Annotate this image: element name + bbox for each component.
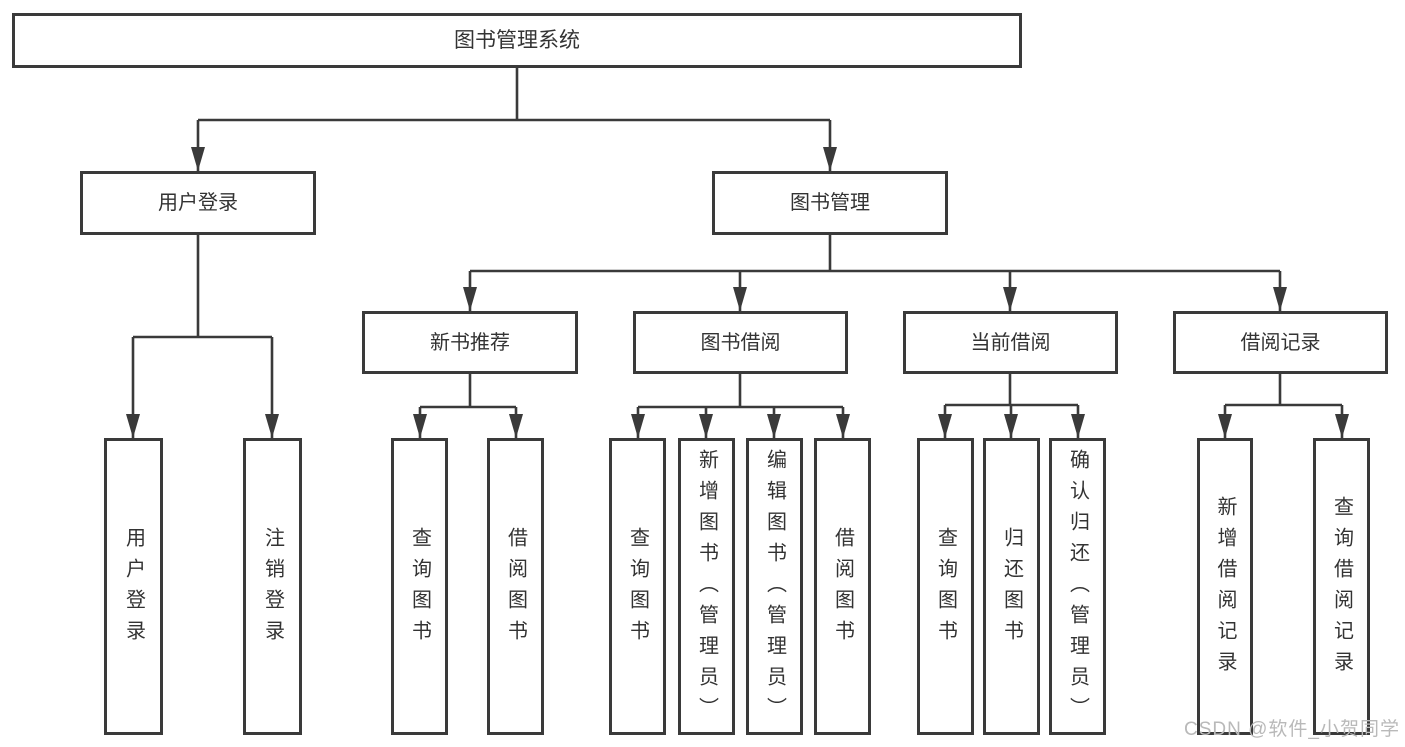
wire-current-branch [945,374,1078,407]
node-user-login: 用户登录 [80,171,316,235]
node-leaf-search-books-current: 查询图书 [917,438,974,735]
node-borrowing-records: 借阅记录 [1173,311,1388,374]
node-label: 确认归还（管理员） [1066,449,1089,728]
node-label: 用户登录 [158,192,238,214]
node-label: 编辑图书（管理员） [763,449,786,728]
wire-borrow-branch [638,374,843,409]
node-label: 新增图书（管理员） [695,449,718,728]
node-leaf-borrow-books-borrowing: 借阅图书 [814,438,871,735]
wire-root-branch [198,68,830,122]
node-label: 归还图书 [1000,526,1023,651]
node-label: 查询借阅记录 [1330,495,1353,682]
node-book-management: 图书管理 [712,171,948,235]
node-label: 图书管理 [790,192,870,214]
csdn-watermark: CSDN @软件_小贺同学 [1184,719,1400,740]
node-label: 查询图书 [934,526,957,651]
node-leaf-borrow-books-recommend: 借阅图书 [487,438,544,735]
node-leaf-confirm-return-admin: 确认归还（管理员） [1049,438,1106,735]
node-label: 当前借阅 [970,331,1051,354]
node-label: 注销登录 [261,526,284,651]
node-leaf-search-borrow-record: 查询借阅记录 [1313,438,1370,735]
wire-records-branch [1225,374,1342,407]
node-book-borrowing: 图书借阅 [633,311,848,374]
node-label: 借阅图书 [831,526,854,651]
node-label: 图书管理系统 [454,29,580,52]
node-library-system-root: 图书管理系统 [12,13,1022,68]
node-label: 查询图书 [626,526,649,651]
node-label: 图书借阅 [700,331,781,354]
node-leaf-return-books: 归还图书 [983,438,1040,735]
node-new-book-recommendation: 新书推荐 [362,311,578,374]
node-label: 新书推荐 [430,331,510,354]
node-leaf-add-borrow-record: 新增借阅记录 [1197,438,1253,735]
node-label: 用户登录 [122,526,145,651]
wire-mgmt-branch [470,235,1280,273]
wire-login-branch [133,235,272,339]
node-label: 新增借阅记录 [1214,495,1236,682]
wire-newbook-branch [420,374,516,409]
node-label: 借阅图书 [504,526,527,651]
node-leaf-search-books-borrowing: 查询图书 [609,438,666,735]
node-leaf-search-books-recommend: 查询图书 [391,438,448,735]
node-leaf-logout: 注销登录 [243,438,302,735]
node-leaf-add-books-admin: 新增图书（管理员） [678,438,735,735]
node-current-borrowing: 当前借阅 [903,311,1118,374]
node-label: 借阅记录 [1240,331,1321,354]
node-leaf-edit-books-admin: 编辑图书（管理员） [746,438,803,735]
node-leaf-user-login: 用户登录 [104,438,163,735]
node-label: 查询图书 [408,526,431,651]
